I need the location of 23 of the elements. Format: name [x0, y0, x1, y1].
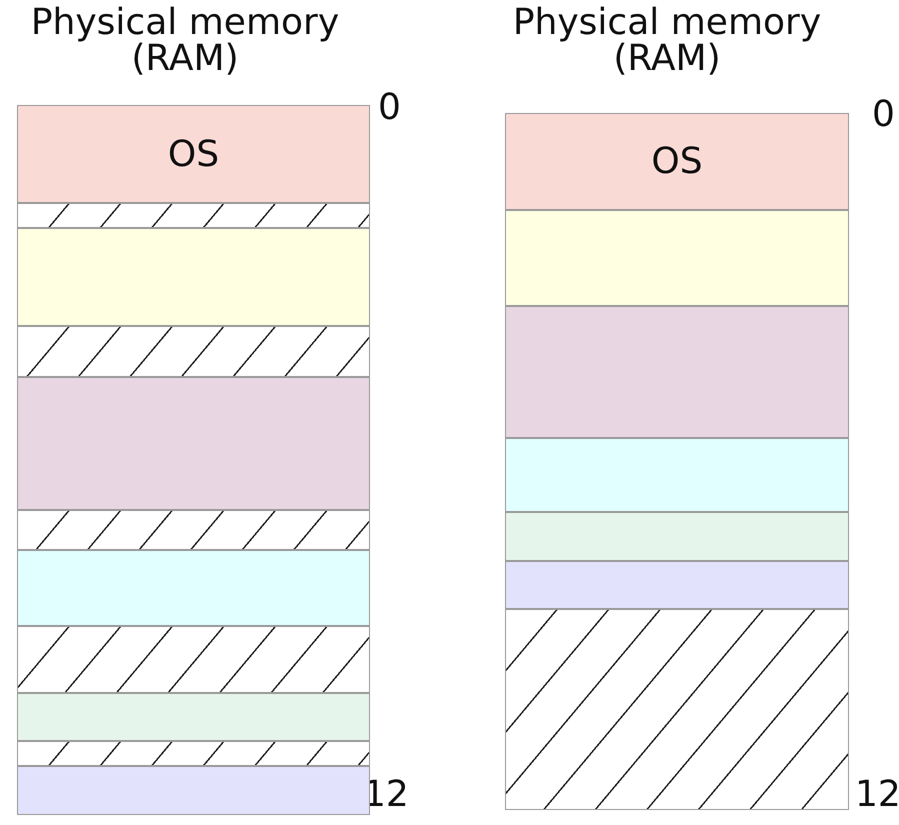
- memory-block: OS: [505, 113, 849, 210]
- free-memory-block: [17, 203, 370, 228]
- column-heading: Physical memory (RAM): [512, 5, 822, 77]
- memory-block: [505, 561, 849, 609]
- memory-block: [17, 228, 370, 326]
- memory-block: [17, 377, 370, 510]
- free-memory-block: [505, 609, 849, 810]
- column-heading: Physical memory (RAM): [30, 5, 340, 77]
- memory-block: [505, 438, 849, 512]
- free-memory-block: [17, 510, 370, 550]
- free-memory-block: [17, 326, 370, 377]
- memory-block: OS: [17, 105, 370, 203]
- memory-block: [505, 306, 849, 438]
- memory-block: [505, 512, 849, 561]
- memory-block: [17, 693, 370, 741]
- address-label: 0: [378, 90, 401, 126]
- free-memory-block: [17, 741, 370, 766]
- address-label: 0: [872, 97, 895, 133]
- address-label: 12: [855, 777, 899, 813]
- memory-block: [505, 210, 849, 306]
- free-memory-block: [17, 626, 370, 693]
- memory-block: [17, 550, 370, 626]
- memory-block: [17, 766, 370, 815]
